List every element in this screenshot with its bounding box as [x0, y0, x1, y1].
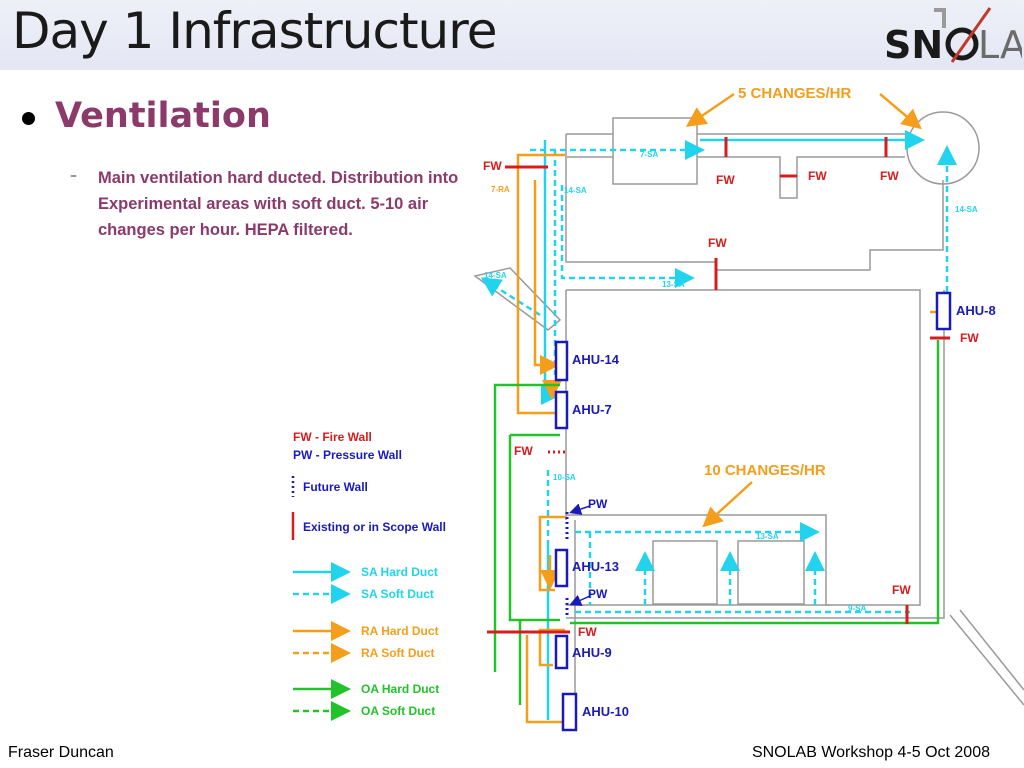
title-bar	[0, 0, 1024, 70]
ahu-14-box	[554, 340, 569, 382]
svg-text:5 CHANGES/HR: 5 CHANGES/HR	[738, 85, 852, 102]
pw-label: PW	[588, 587, 608, 601]
duct-label-14sa: 14-SA	[564, 186, 587, 195]
logo-text-left: SN	[884, 23, 943, 67]
fire-walls	[487, 137, 950, 634]
bullet-dot	[22, 112, 35, 125]
ahu-label-9: AHU-9	[572, 645, 612, 660]
fw-label: FW	[892, 583, 911, 597]
logo-text-right: LAB	[978, 23, 1022, 67]
legend-ra-hard: RA Hard Duct	[361, 624, 439, 638]
logo-shaft	[934, 8, 946, 28]
callout-10-changes: 10 CHANGES/HR	[702, 462, 826, 528]
duct-label-7ra: 7-RA	[491, 185, 510, 194]
wall-room-2	[737, 540, 805, 605]
pw-label: PW	[588, 497, 608, 511]
footer-event: SNOLAB Workshop 4-5 Oct 2008	[751, 744, 990, 761]
duct-label-13sa: 13-SA	[756, 532, 779, 541]
duct-label-14sa: 14-SA	[484, 271, 507, 280]
legend-oa-soft: OA Soft Duct	[361, 704, 435, 718]
legend-future-wall: Future Wall	[303, 480, 368, 494]
fw-label: FW	[483, 159, 502, 173]
ahu-label-8: AHU-8	[956, 303, 996, 318]
callout-5-changes: 5 CHANGES/HR	[685, 85, 922, 130]
duct-label-9sa: 9-SA	[848, 604, 866, 613]
legend-existing-wall: Existing or in Scope Wall	[303, 520, 446, 534]
ahu-boxes	[554, 291, 952, 732]
ahu-label-7: AHU-7	[572, 402, 612, 417]
ahu-8-box	[935, 291, 952, 331]
legend-pw: PW - Pressure Wall	[293, 448, 402, 462]
fw-label: FW	[960, 331, 979, 345]
legend-oa-hard: OA Hard Duct	[361, 682, 439, 696]
legend-fw: FW - Fire Wall	[293, 430, 372, 444]
duct-label-10sa: 10-SA	[553, 473, 576, 482]
fw-label: FW	[716, 173, 735, 187]
duct-label-7sa: 7-SA	[640, 150, 658, 159]
ahu-9-box	[554, 634, 569, 670]
sub-bullet-dash: –	[70, 168, 77, 184]
logo-o-ring	[945, 27, 979, 61]
ahu-13-box	[554, 548, 569, 588]
wall-round-shaft	[906, 111, 980, 185]
snolab-logo: SN LAB	[884, 7, 1022, 67]
oa-ducts	[493, 340, 940, 705]
footer-author: Fraser Duncan	[8, 744, 114, 761]
svg-text:10 CHANGES/HR: 10 CHANGES/HR	[704, 462, 826, 479]
building-walls	[473, 111, 1024, 706]
fw-label: FW	[578, 625, 597, 639]
ra-ducts	[516, 153, 940, 724]
sub-bullet-text: Main ventilation hard ducted. Distributi…	[98, 169, 459, 239]
ahu-label-14: AHU-14	[572, 352, 620, 367]
legend-sa-soft: SA Soft Duct	[361, 587, 434, 601]
legend-sa-hard: SA Hard Duct	[361, 565, 438, 579]
legend: FW - Fire Wall PW - Pressure Wall Future…	[291, 430, 446, 721]
ahu-label-10: AHU-10	[582, 704, 629, 719]
fw-label: FW	[514, 444, 533, 458]
duct-label-14sa: 14-SA	[955, 205, 978, 214]
wall-room-1	[652, 540, 718, 605]
duct-label-13sa: 13-SA	[662, 280, 685, 289]
logo-slash	[950, 7, 992, 63]
ahu-7-box	[554, 390, 569, 430]
ahu-label-13: AHU-13	[572, 559, 619, 574]
fw-label: FW	[708, 236, 727, 250]
ahu-10-box	[561, 692, 578, 732]
fw-label: FW	[880, 169, 899, 183]
slide-title: Day 1 Infrastructure	[12, 2, 497, 60]
fw-label: FW	[808, 169, 827, 183]
legend-ra-soft: RA Soft Duct	[361, 646, 435, 660]
bullet-ventilation: Ventilation	[55, 96, 271, 136]
